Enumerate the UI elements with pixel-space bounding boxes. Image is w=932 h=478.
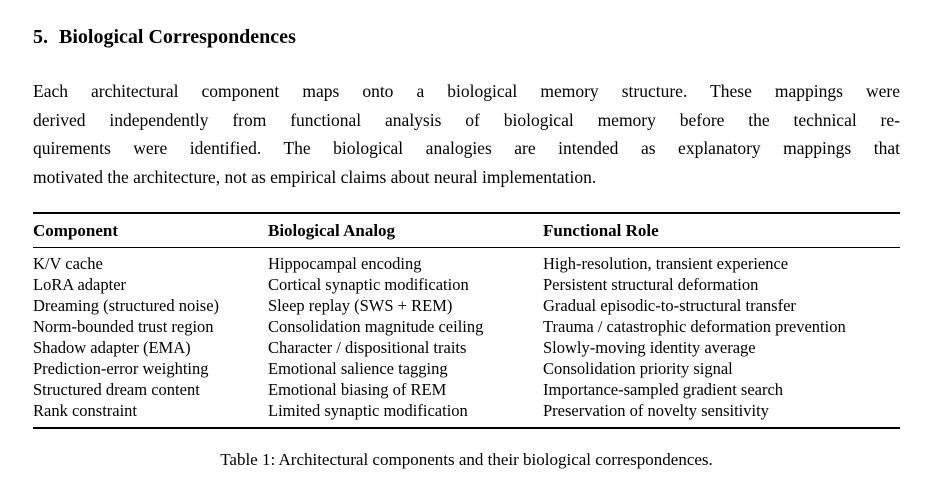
table-cell: Structured dream content xyxy=(33,380,200,399)
table-cell: Slowly-moving identity average xyxy=(543,338,756,357)
table-cell: Hippocampal encoding xyxy=(268,254,422,273)
table-cell: Trauma / catastrophic deformation preven… xyxy=(543,317,846,336)
table-header-row: Component Biological Analog Functional R… xyxy=(33,213,900,248)
section-title: Biological Correspondences xyxy=(59,26,296,48)
table-cell: Consolidation magnitude ceiling xyxy=(268,317,484,336)
paragraph-line: motivated the architecture, not as empir… xyxy=(33,166,597,187)
table-cell: Cortical synaptic modification xyxy=(268,275,469,294)
table-cell: Emotional salience tagging xyxy=(268,359,448,378)
table-cell: High-resolution, transient experience xyxy=(543,254,789,273)
table-cell: Character / dispositional traits xyxy=(268,338,467,357)
paragraph-line: quirements were identified. The biologic… xyxy=(33,138,900,158)
table-cell: Gradual episodic-to-structural transfer xyxy=(543,296,796,315)
paragraph-line: derived independently from functional an… xyxy=(33,109,900,130)
table-cell: Importance-sampled gradient search xyxy=(543,380,784,399)
table-cell: Shadow adapter (EMA) xyxy=(33,338,191,357)
table-cell: Prediction-error weighting xyxy=(33,359,209,378)
table-cell: Norm-bounded trust region xyxy=(33,317,214,336)
table-cell: Emotional biasing of REM xyxy=(268,380,447,399)
table-cell: Sleep replay (SWS + REM) xyxy=(268,296,453,315)
table-cell: Dreaming (structured noise) xyxy=(33,296,220,315)
header-cell-functional-role: Functional Role xyxy=(543,221,659,240)
table-row: Structured dream content Emotional biasi… xyxy=(33,379,900,400)
header-cell-component: Component xyxy=(33,221,119,240)
table-row: Norm-bounded trust region Consolidation … xyxy=(33,316,900,337)
table-row: Rank constraint Limited synaptic modific… xyxy=(33,400,900,428)
table-cell: Limited synaptic modification xyxy=(268,401,468,420)
header-cell-biological-analog: Biological Analog xyxy=(268,221,396,240)
table-body: K/V cache Hippocampal encoding High-reso… xyxy=(33,248,900,429)
table-cell: K/V cache xyxy=(33,254,103,273)
section-number: 5. xyxy=(33,26,48,48)
table-cell: Consolidation priority signal xyxy=(543,359,733,378)
paragraph-line: Each architectural component maps onto a… xyxy=(33,81,900,101)
body-paragraph: Each architectural component maps onto a… xyxy=(33,77,900,191)
table-header: Component Biological Analog Functional R… xyxy=(33,213,900,248)
table-cell: Persistent structural deformation xyxy=(543,275,759,294)
table-cell: LoRA adapter xyxy=(33,275,127,294)
correspondence-table: Component Biological Analog Functional R… xyxy=(33,212,900,429)
section-heading: 5. Biological Correspondences xyxy=(33,25,900,49)
table-row: Prediction-error weighting Emotional sal… xyxy=(33,358,900,379)
table-row: LoRA adapter Cortical synaptic modificat… xyxy=(33,274,900,295)
table-cell: Preservation of novelty sensitivity xyxy=(543,401,769,420)
table-caption: Table 1: Architectural components and th… xyxy=(220,450,713,469)
table-row: Shadow adapter (EMA) Character / disposi… xyxy=(33,337,900,358)
table-cell: Rank constraint xyxy=(33,401,138,420)
table-row: K/V cache Hippocampal encoding High-reso… xyxy=(33,248,900,275)
table-row: Dreaming (structured noise) Sleep replay… xyxy=(33,295,900,316)
paper-content: 5. Biological Correspondences Each archit… xyxy=(33,0,900,471)
